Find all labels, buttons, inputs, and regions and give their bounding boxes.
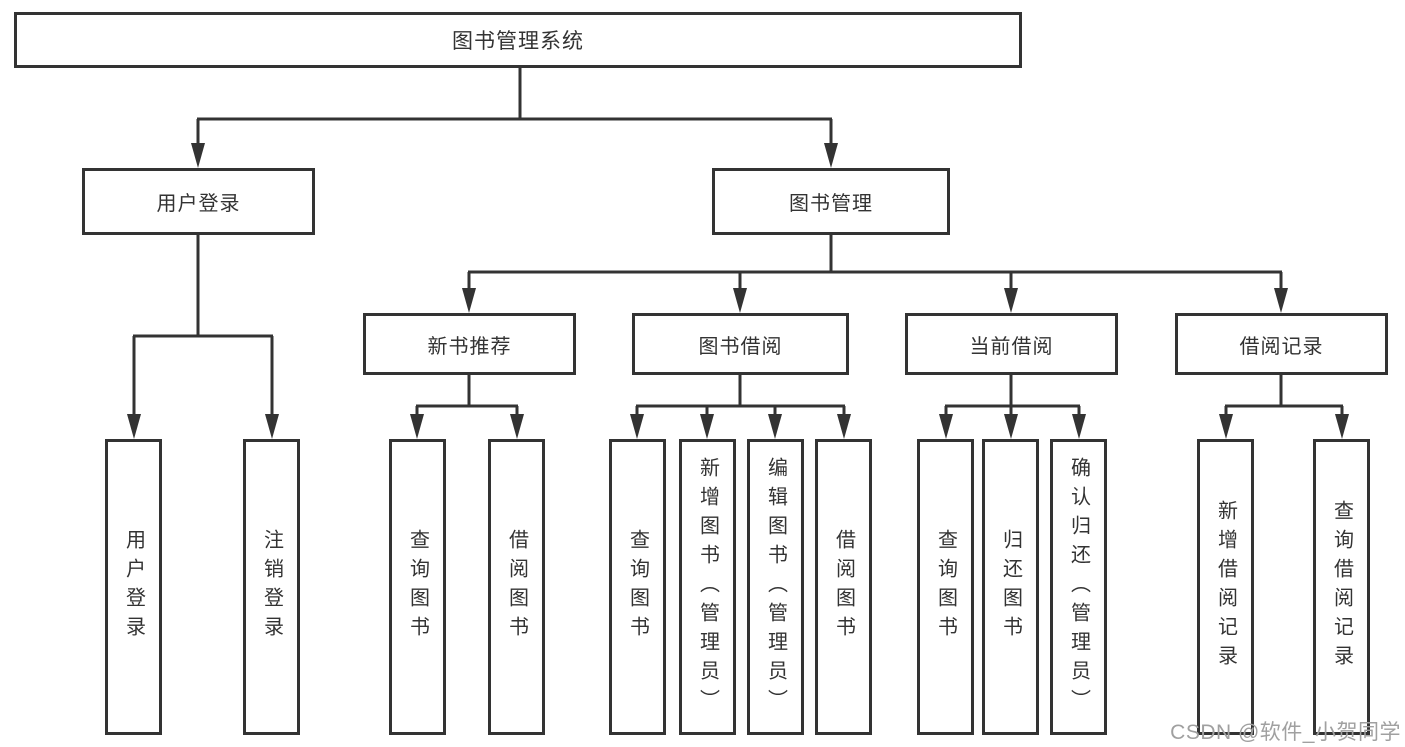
leaf-logout: 注销登录: [243, 439, 300, 735]
connectors-new-book: [415, 375, 519, 417]
arrowhead: [1004, 414, 1018, 439]
node-root: 图书管理系统: [14, 12, 1022, 68]
leaf-confirm-return-admin: 确认归还（管理员）: [1050, 439, 1107, 735]
connectors-book-management: [467, 235, 1283, 291]
arrowhead: [265, 414, 279, 439]
arrowhead: [939, 414, 953, 439]
leaf-add-book-admin: 新增图书（管理员）: [679, 439, 736, 735]
connector-paths: [132, 68, 1344, 418]
leaf-borrow-books-recommend: 借阅图书: [488, 439, 545, 735]
leaf-query-books-current: 查询图书: [917, 439, 974, 735]
node-label: 查询借阅记录: [1330, 500, 1353, 674]
node-label: 新增图书（管理员）: [696, 456, 719, 718]
node-label: 借阅记录: [1239, 335, 1324, 358]
node-label: 用户登录: [122, 529, 145, 645]
node-label: 图书借阅: [698, 335, 783, 358]
arrowhead: [462, 288, 476, 313]
node-borrow-records: 借阅记录: [1175, 313, 1388, 375]
node-label: 图书管理: [789, 193, 873, 215]
node-label: 确认归还（管理员）: [1067, 456, 1090, 718]
node-label: 用户登录: [156, 193, 241, 215]
arrowhead: [700, 414, 714, 439]
arrowhead: [410, 414, 424, 439]
node-label: 图书管理系统: [452, 30, 584, 53]
arrowhead: [191, 143, 205, 168]
arrowhead: [127, 414, 141, 439]
leaf-edit-book-admin: 编辑图书（管理员）: [747, 439, 804, 735]
node-label: 新书推荐: [427, 335, 512, 358]
connectors-user-login: [132, 235, 274, 418]
arrowhead: [1219, 414, 1233, 439]
arrowhead: [1004, 288, 1018, 313]
node-label: 借阅图书: [832, 529, 855, 645]
node-book-borrow: 图书借阅: [632, 313, 849, 375]
node-label: 查询图书: [406, 529, 429, 645]
arrowhead: [630, 414, 644, 439]
arrowhead: [768, 414, 782, 439]
arrowhead: [1335, 414, 1349, 439]
leaf-borrow-books: 借阅图书: [815, 439, 872, 735]
node-label: 编辑图书（管理员）: [764, 456, 787, 718]
leaf-query-borrow-record: 查询借阅记录: [1313, 439, 1370, 735]
connectors-current-borrow: [944, 375, 1081, 417]
node-label: 注销登录: [260, 529, 283, 645]
arrowheads: [127, 143, 1349, 439]
arrowhead: [510, 414, 524, 439]
node-new-book-recommend: 新书推荐: [363, 313, 576, 375]
node-label: 借阅图书: [505, 529, 528, 645]
node-user-login: 用户登录: [82, 168, 315, 235]
node-label: 归还图书: [999, 529, 1022, 645]
node-label: 新增借阅记录: [1214, 500, 1237, 674]
connectors-book-borrow: [635, 375, 846, 417]
arrowhead: [837, 414, 851, 439]
leaf-add-borrow-record: 新增借阅记录: [1197, 439, 1254, 735]
node-label: 查询图书: [934, 529, 957, 645]
arrowhead: [1274, 288, 1288, 313]
leaf-query-books-recommend: 查询图书: [389, 439, 446, 735]
leaf-query-books-borrow: 查询图书: [609, 439, 666, 735]
node-current-borrow: 当前借阅: [905, 313, 1118, 375]
node-book-management: 图书管理: [712, 168, 950, 235]
arrowhead: [824, 143, 838, 168]
watermark: CSDN @软件_小贺同学: [1170, 721, 1401, 744]
arrowhead: [1072, 414, 1086, 439]
arrowhead: [733, 288, 747, 313]
node-label: 当前借阅: [969, 335, 1054, 358]
node-label: 查询图书: [626, 529, 649, 645]
connectors-level2: [196, 68, 833, 147]
leaf-user-login: 用户登录: [105, 439, 162, 735]
leaf-return-books: 归还图书: [982, 439, 1039, 735]
connectors-borrow-records: [1224, 375, 1344, 417]
